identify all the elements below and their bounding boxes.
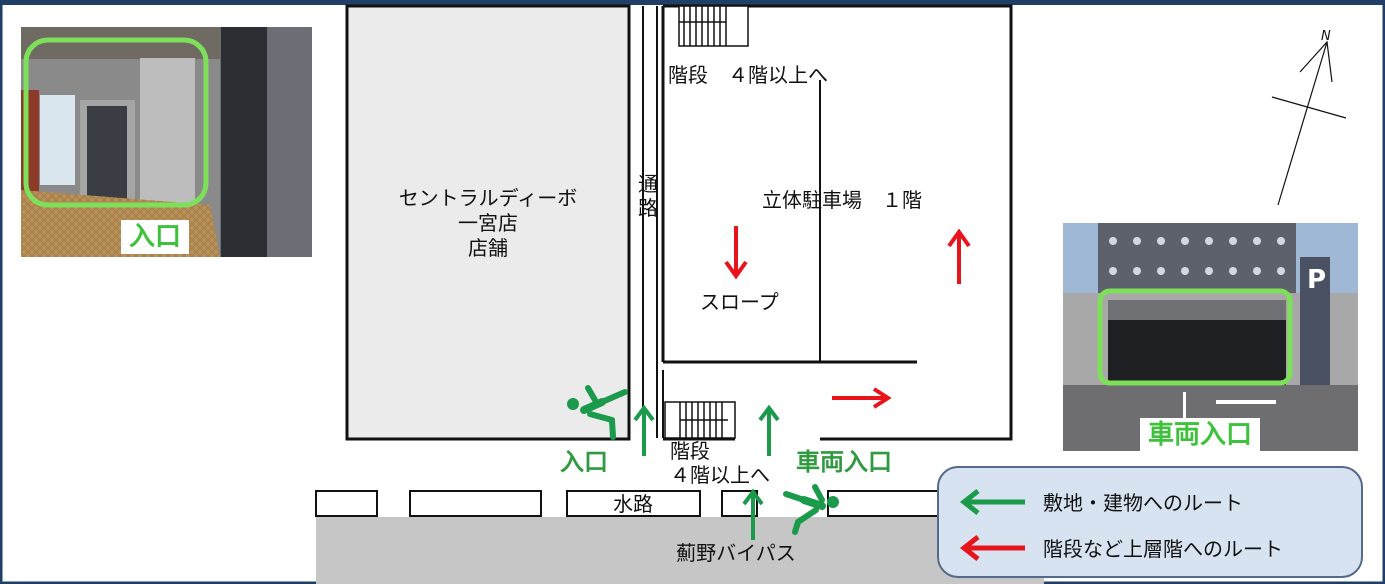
- stairs-top-label: 階段 ４階以上へ: [668, 63, 828, 87]
- green-arrow-road: [742, 488, 764, 540]
- stairs-bottom: [664, 401, 736, 439]
- legend-red-arrow-icon: [959, 535, 1025, 561]
- entrance-photo-caption: 入口: [121, 220, 190, 254]
- green-arrow-entrance: [633, 404, 655, 456]
- passage-char1: 通: [638, 172, 658, 196]
- red-arrow-right: [832, 387, 892, 409]
- north-label: N: [1321, 29, 1331, 44]
- legend-red-label: 階段など上層階へのルート: [1043, 537, 1283, 561]
- stairs-bottom-line2: ４階以上へ: [670, 463, 770, 487]
- road-label: 薊野バイパス: [676, 541, 796, 565]
- north-arrow-icon: [1271, 40, 1347, 206]
- legend-green-arrow-icon: [959, 489, 1025, 515]
- vehicle-entrance-photo: P: [1063, 223, 1358, 451]
- store-building: [345, 4, 631, 441]
- waterway-label: 水路: [613, 492, 653, 516]
- slope-label: スロープ: [700, 290, 779, 314]
- store-name-line3: 店舗: [468, 236, 508, 260]
- green-arrow-vehicle: [758, 404, 780, 456]
- vehicle-entrance-label: 車両入口: [796, 448, 892, 476]
- store-name-line1: セントラルディーボ: [399, 186, 578, 210]
- passage-char2: 路: [638, 196, 658, 220]
- legend: 敷地・建物へのルート 階段など上層階へのルート: [937, 466, 1363, 578]
- svg-text:P: P: [1307, 265, 1326, 295]
- walking-person-icon: [567, 385, 628, 440]
- parking-label: 立体駐車場 １階: [762, 188, 922, 212]
- stairs-bottom-line1: 階段: [670, 439, 710, 463]
- walking-person-icon-road: [783, 484, 839, 535]
- red-arrow-up: [947, 228, 971, 284]
- stairs-top: [678, 5, 749, 47]
- road: [316, 517, 1044, 584]
- legend-green-label: 敷地・建物へのルート: [1043, 491, 1243, 515]
- store-name-line2: 一宮店: [458, 211, 518, 235]
- red-arrow-slope-down: [724, 226, 748, 280]
- entrance-label: 入口: [560, 448, 608, 476]
- vehicle-photo-caption: 車両入口: [1140, 418, 1261, 452]
- parking-outline: [663, 4, 1013, 441]
